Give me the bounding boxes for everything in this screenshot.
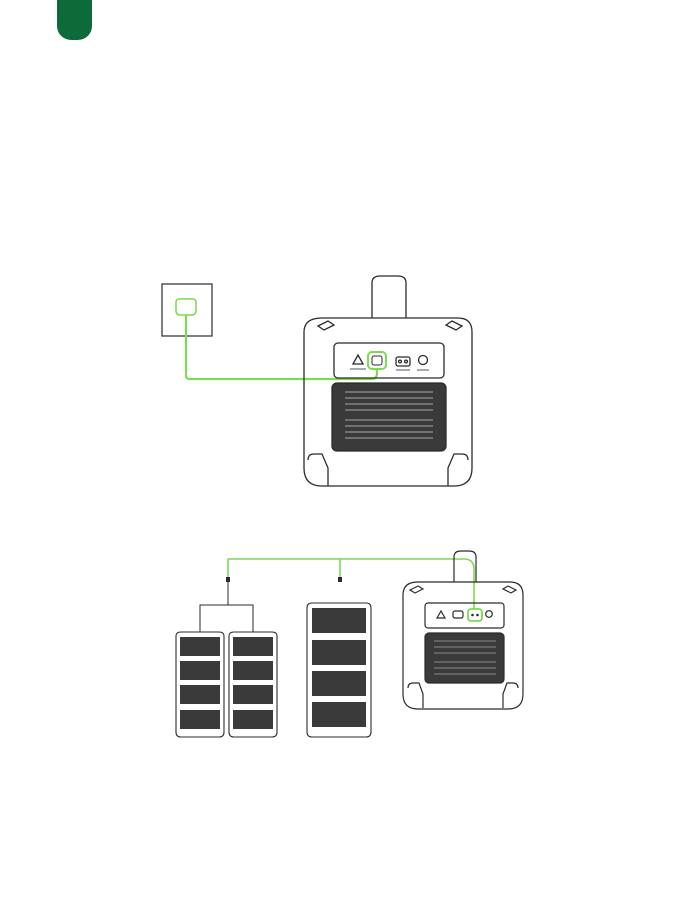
- ac-cable: [186, 315, 377, 379]
- expansion-port: [468, 609, 482, 621]
- connector-left: [226, 577, 230, 582]
- power-station-rear-view: [304, 276, 472, 486]
- battery-stack-large: [307, 603, 371, 737]
- split-cable: [200, 582, 253, 632]
- battery-stack-small-left: [176, 632, 224, 737]
- ac-input-port: [368, 352, 386, 369]
- battery-stack-small-right: [229, 632, 277, 737]
- connector-right: [338, 577, 342, 582]
- power-station-rear-view-small: [403, 551, 523, 709]
